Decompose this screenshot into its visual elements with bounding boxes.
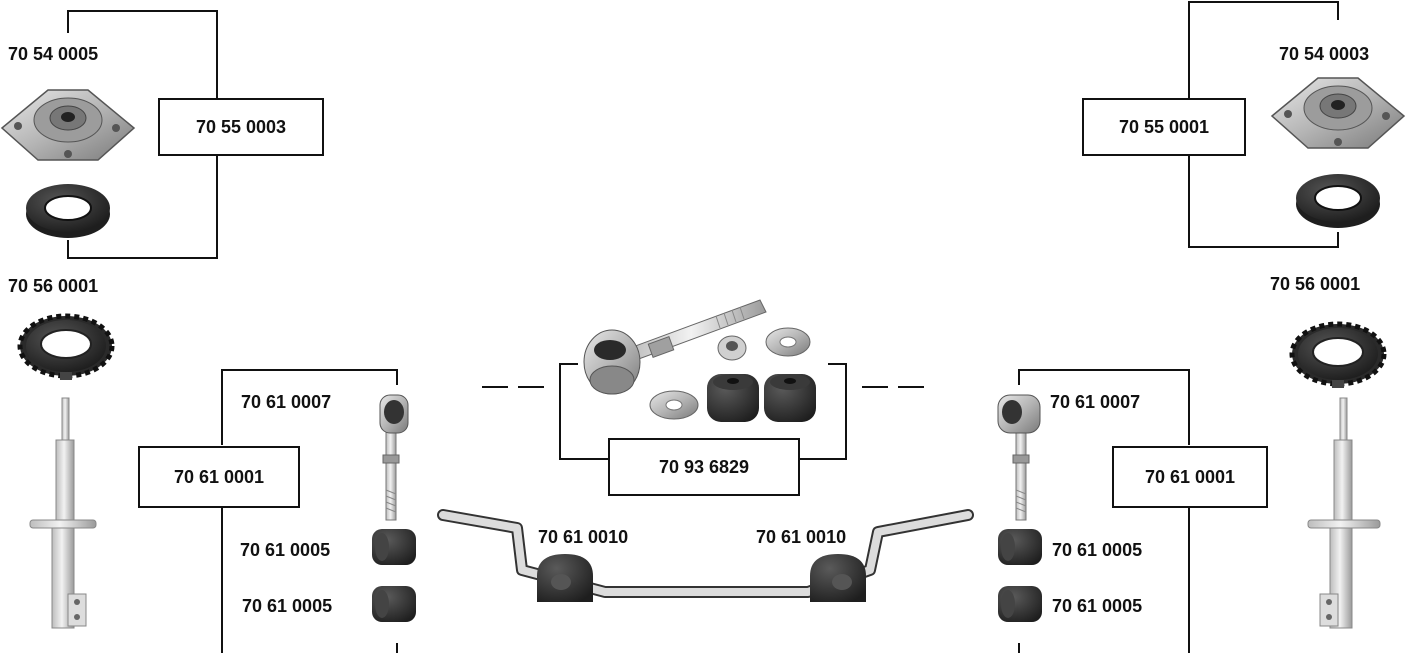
label-right-bush-2: 70 61 0005 [1052,596,1143,616]
label-left-top-mount: 70 54 0005 [8,44,99,64]
bracket-right-top [1188,1,1339,98]
top-mount-left [0,89,136,161]
label-left-bush-2: 70 61 0005 [242,596,333,616]
box-right-mount-kit: 70 55 0001 [1082,98,1246,156]
box-right-link-kit: 70 61 0001 [1112,446,1268,508]
strut-right [1307,397,1381,629]
label-left-link: 70 61 0007 [241,392,332,412]
bracket-left-top-lower [67,155,218,259]
bearing-ring-left [26,184,110,238]
bush-left-1 [372,529,416,565]
spring-pad-right [1289,321,1387,388]
bracket-center-right [800,363,847,460]
label-left-bush-1: 70 61 0005 [240,540,331,560]
bracket-right-link [1018,369,1190,445]
bush-left-2 [372,586,416,622]
box-center-repair-kit: 70 93 6829 [608,438,800,496]
label-left-stab-bush: 70 61 0010 [538,527,629,547]
stab-bush-left [537,554,593,602]
label-right-bush-1: 70 61 0005 [1052,540,1143,560]
label-right-link: 70 61 0007 [1050,392,1141,412]
stabiliser-link-left [379,394,409,521]
bracket-right-top-lower [1188,155,1339,248]
bush-right-2 [998,586,1042,622]
bracket-left-top [67,10,218,98]
spring-pad-left [17,313,115,380]
bearing-ring-right [1296,174,1380,228]
strut-left [29,397,97,629]
connector-lines [67,1,1339,653]
bracket-left-link [221,369,398,445]
label-right-top-mount: 70 54 0003 [1279,44,1370,64]
stabiliser-link-right [997,394,1041,521]
label-left-spring-pad: 70 56 0001 [8,276,99,296]
label-right-spring-pad: 70 56 0001 [1270,274,1361,294]
top-mount-right [1270,77,1406,149]
label-right-stab-bush: 70 61 0010 [756,527,847,547]
bush-right-1 [998,529,1042,565]
bracket-center-left [559,363,608,460]
box-left-mount-kit: 70 55 0003 [158,98,324,156]
center-repair-kit [583,299,816,422]
box-left-link-kit: 70 61 0001 [138,446,300,508]
stab-bush-right [810,554,866,602]
